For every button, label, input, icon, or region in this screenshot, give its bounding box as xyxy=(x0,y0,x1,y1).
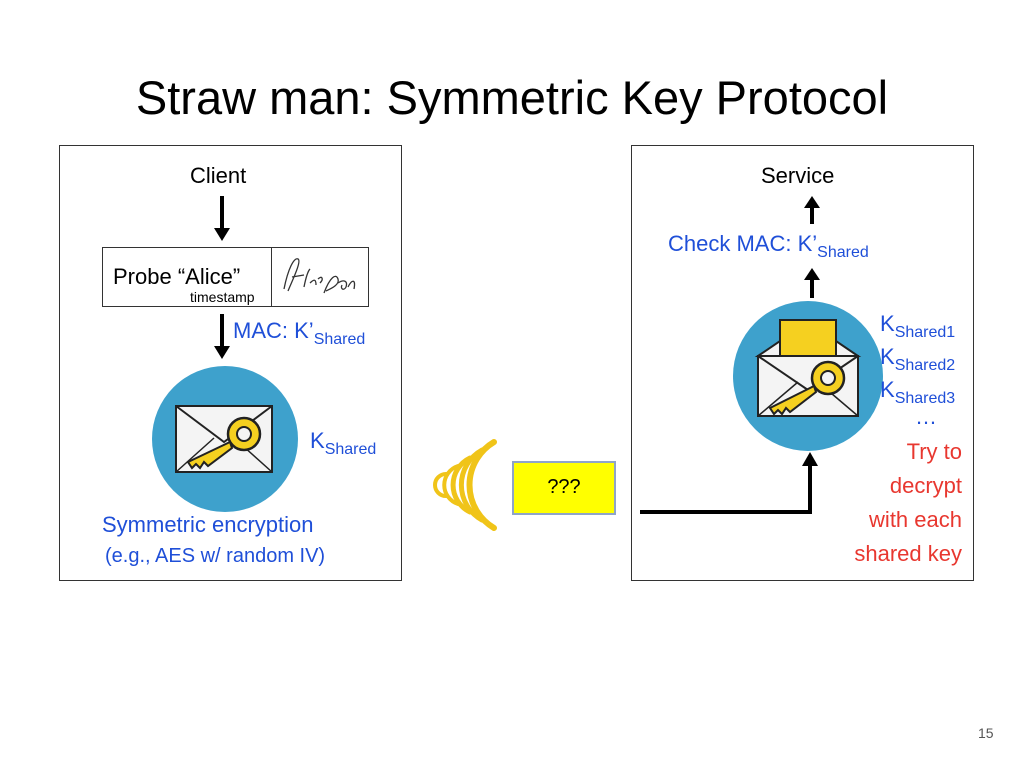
probe-box xyxy=(102,247,273,307)
client-label: Client xyxy=(190,163,247,188)
envelope-key-icon xyxy=(175,405,273,473)
client-key-label: KShared xyxy=(310,428,377,458)
check-up-arrow-icon xyxy=(804,268,820,298)
try-decrypt-line: decrypt xyxy=(889,473,962,498)
client-mac-label: MAC: K’Shared xyxy=(233,318,366,348)
try-decrypt-text: Try to decrypt with each shared key xyxy=(820,435,962,571)
signature-icon xyxy=(283,258,356,294)
page-number: 15 xyxy=(978,725,994,741)
wireless-signal-icon xyxy=(433,439,497,531)
service-up-arrow-icon xyxy=(804,196,820,224)
client-footer-line1: Symmetric encryption xyxy=(102,512,314,537)
client-footer-line2: (e.g., AES w/ random IV) xyxy=(105,545,326,567)
mac-down-arrow-icon xyxy=(214,314,230,359)
service-key-1: KShared1 xyxy=(880,311,956,341)
try-decrypt-line: shared key xyxy=(854,541,962,566)
slide-title: Straw man: Symmetric Key Protocol xyxy=(135,71,889,124)
client-down-arrow-icon xyxy=(214,196,230,241)
timestamp-label: timestamp xyxy=(190,289,255,305)
unknown-message-box: ??? xyxy=(512,461,616,515)
open-envelope-key-icon xyxy=(754,319,862,417)
service-keys-ellipsis: … xyxy=(915,404,937,429)
incoming-path-arrow-icon xyxy=(640,452,818,514)
service-label: Service xyxy=(761,163,835,188)
service-check-mac-label: Check MAC: K’Shared xyxy=(668,231,869,261)
probe-text: Probe “Alice” xyxy=(113,264,241,289)
service-key-2: KShared2 xyxy=(880,344,956,374)
try-decrypt-line: with each xyxy=(869,507,962,532)
try-decrypt-line: Try to xyxy=(906,439,962,464)
service-key-3: KShared3 xyxy=(880,377,956,407)
